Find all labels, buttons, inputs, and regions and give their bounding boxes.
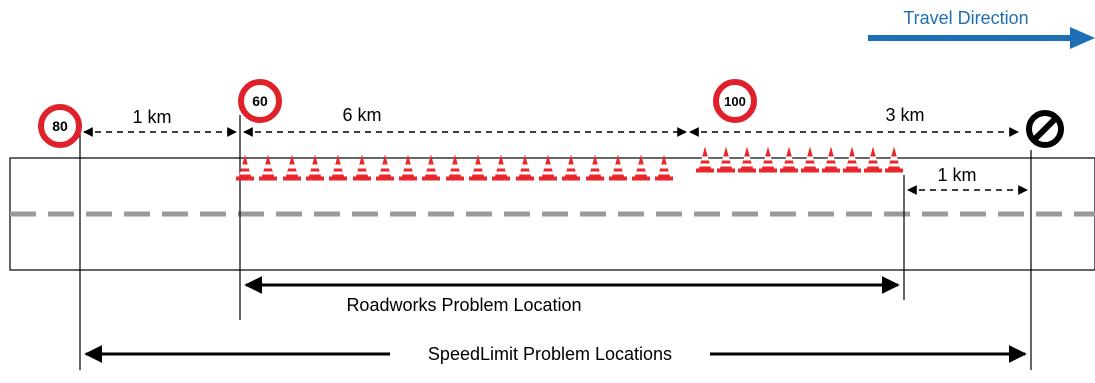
speed-limit-80-sign: 80 xyxy=(38,104,82,148)
right-arrow-icon xyxy=(868,27,1095,49)
speed-limit-sign-icon xyxy=(38,104,82,148)
roadworks-problem-location: Roadworks Problem Location xyxy=(244,276,900,315)
speedlimit-problem-label: SpeedLimit Problem Locations xyxy=(428,344,672,364)
speed-limit-100-label: 100 xyxy=(724,94,746,109)
distance-markers xyxy=(83,127,1028,195)
distance-label-3: 3 km xyxy=(885,105,924,125)
travel-direction: Travel Direction xyxy=(868,8,1095,49)
distance-labels: 1 km 6 km 3 km 1 km xyxy=(132,105,976,185)
end-of-restrictions-sign xyxy=(1026,110,1064,148)
speed-limit-60-label: 60 xyxy=(252,93,268,109)
speed-limit-60-sign: 60 xyxy=(238,79,282,123)
reference-lines xyxy=(79,115,1032,370)
speed-limit-80-label: 80 xyxy=(52,118,68,134)
speed-limit-100-sign: 100 xyxy=(713,79,757,123)
roadworks-problem-label: Roadworks Problem Location xyxy=(346,295,581,315)
speed-limit-sign-icon xyxy=(713,79,757,123)
speedlimit-problem-location: SpeedLimit Problem Locations xyxy=(84,344,1027,364)
distance-label-4: 1 km xyxy=(937,165,976,185)
speed-limit-sign-icon xyxy=(238,79,282,123)
distance-label-1: 1 km xyxy=(132,107,171,127)
distance-label-2: 6 km xyxy=(342,105,381,125)
end-of-restrictions-icon xyxy=(1026,110,1064,148)
travel-direction-label: Travel Direction xyxy=(903,8,1028,28)
